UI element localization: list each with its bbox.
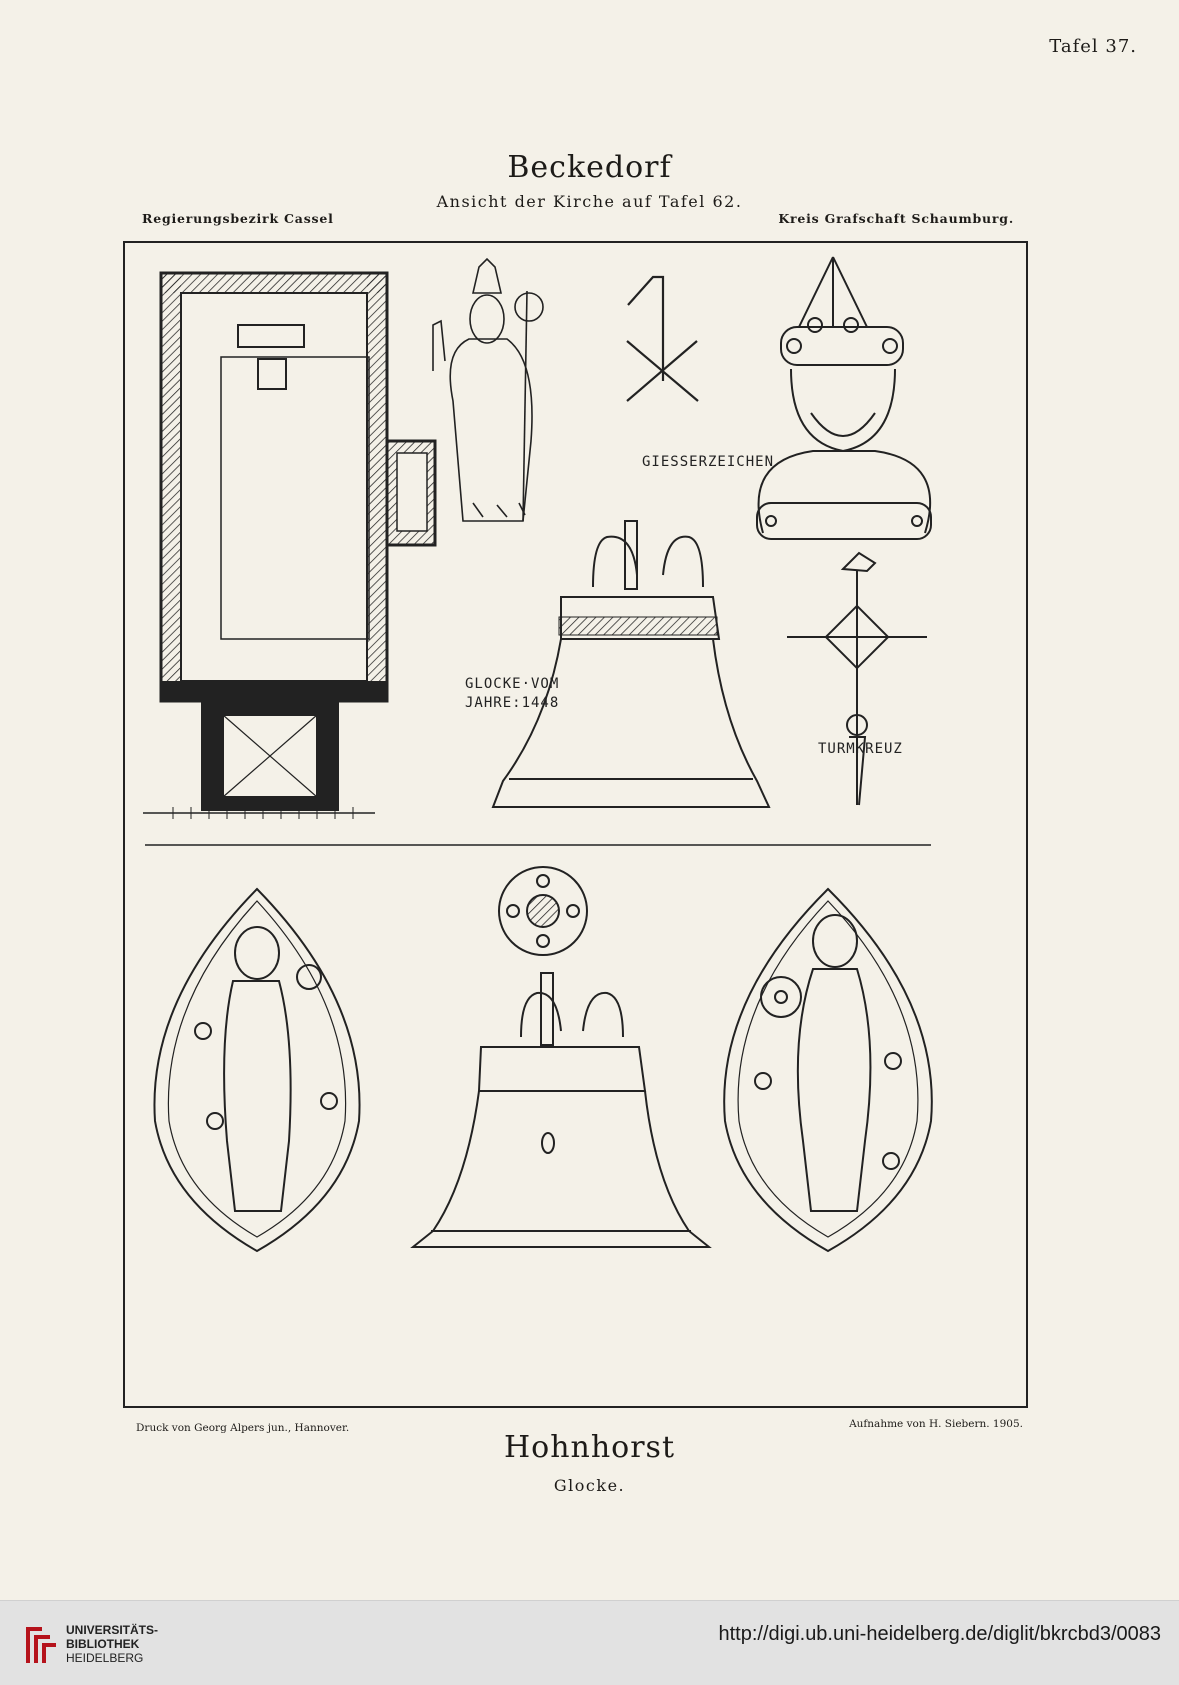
subtitle-bell: Glocke. (553, 1476, 626, 1495)
library-name: UNIVERSITÄTS- BIBLIOTHEK HEIDELBERG (66, 1623, 158, 1665)
library-name-line1: UNIVERSITÄTS- (66, 1623, 159, 1637)
permalink-url[interactable]: http://digi.ub.uni-heidelberg.de/diglit/… (718, 1623, 1161, 1645)
bell-year-label-line1: GLOCKE·VOM (465, 676, 560, 692)
district-left: Regierungsbezirk Cassel (142, 211, 334, 226)
bell-hohnhorst (410, 972, 712, 1248)
printer-credit: Druck von Georg Alpers jun., Hannover. (136, 1422, 350, 1434)
page-title-hohnhorst: Hohnhorst (503, 1430, 676, 1465)
library-footer: UNIVERSITÄTS- BIBLIOTHEK HEIDELBERG http… (0, 1600, 1179, 1685)
library-name-line2: BIBLIOTHEK (66, 1637, 140, 1651)
district-right: Kreis Grafschaft Schaumburg. (778, 211, 1014, 226)
bishop-figure (432, 257, 544, 522)
saint-head-bust (756, 256, 932, 540)
founder-mark-label: GIESSERZEICHEN (642, 454, 775, 470)
plate-number: Tafel 37. (1049, 36, 1137, 57)
saint-medallion (723, 887, 933, 1253)
tower-cross (787, 551, 927, 806)
photo-credit: Aufnahme von H. Siebern. 1905. (849, 1418, 1023, 1430)
plate-illustrations (143, 256, 933, 1253)
subtitle-church-view: Ansicht der Kirche auf Tafel 62. (436, 192, 743, 211)
founder-mark-icon (626, 275, 699, 402)
bell-year-label-line2: JAHRE:1448 (465, 695, 560, 711)
plate-frame (123, 241, 1028, 1408)
tower-cross-label: TURMKREUZ (818, 741, 903, 757)
bell-1448 (491, 520, 771, 808)
church-floor-plan (143, 271, 437, 819)
madonna-medallion (153, 887, 361, 1253)
rosette-ornament (498, 866, 588, 956)
library-logo-icon (26, 1627, 56, 1663)
page-title-beckedorf: Beckedorf (507, 150, 672, 185)
library-name-line3: HEIDELBERG (66, 1651, 144, 1665)
